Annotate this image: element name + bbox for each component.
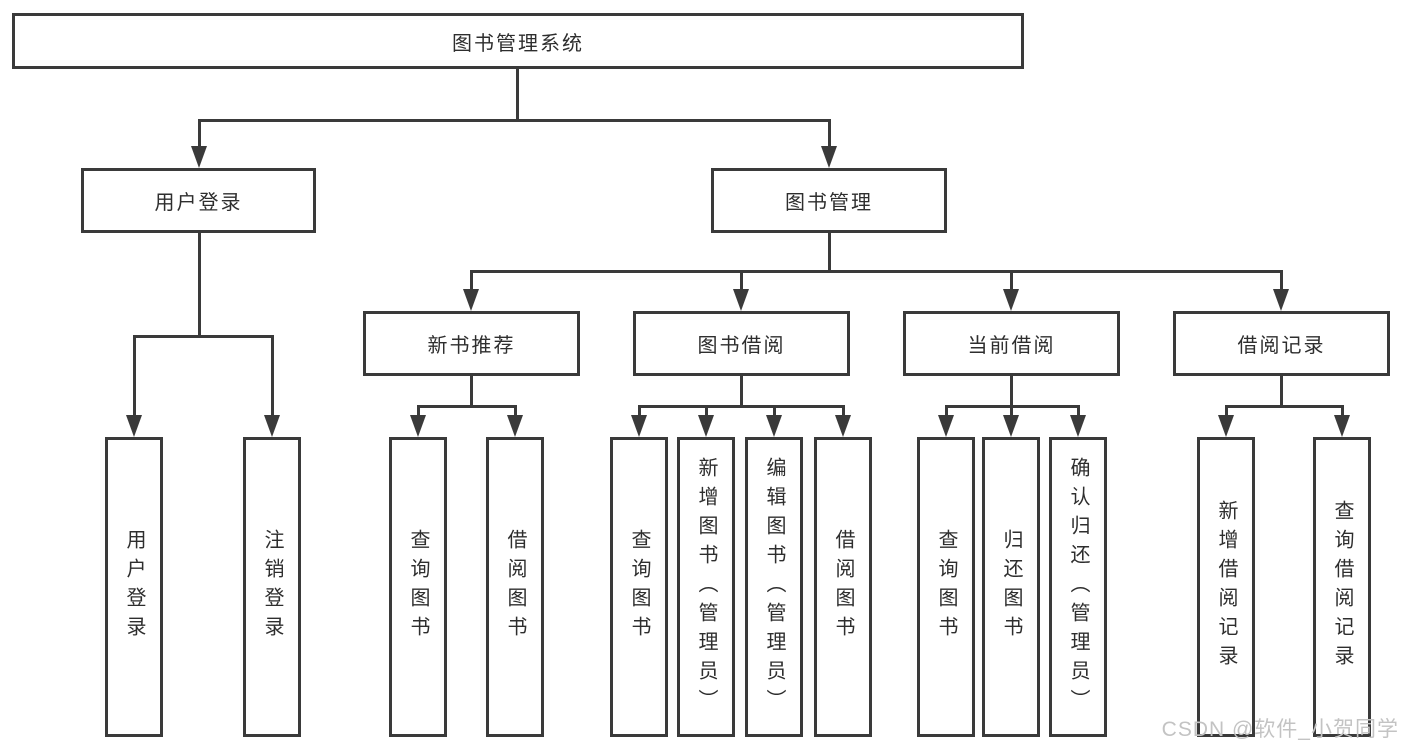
v-line (1010, 270, 1013, 291)
arrow-down-icon (126, 415, 142, 437)
node-borrow-records-label: 借阅记录 (1237, 335, 1326, 357)
v-line (470, 375, 473, 408)
v-line (198, 119, 201, 148)
v-line (1280, 375, 1283, 408)
leaf-borrow-book-2: 借阅图书 (814, 437, 872, 737)
arrow-down-icon (463, 289, 479, 311)
leaf-add-book-admin: 新增图书（管理员） (677, 437, 735, 737)
h-line (638, 405, 845, 408)
node-book-borrow: 图书借阅 (633, 311, 850, 376)
h-line (198, 119, 831, 122)
v-line (828, 233, 831, 273)
v-line (271, 335, 274, 417)
leaf-borrow-book-1: 借阅图书 (486, 437, 544, 737)
v-line (1280, 270, 1283, 291)
arrow-down-icon (1070, 415, 1086, 437)
v-line (417, 405, 420, 417)
leaf-user-login: 用户登录 (105, 437, 163, 737)
arrow-down-icon (821, 146, 837, 168)
node-book-management: 图书管理 (711, 168, 947, 233)
v-line (1010, 375, 1013, 408)
v-line (705, 405, 708, 417)
leaf-edit-book-admin: 编辑图书（管理员） (745, 437, 803, 737)
v-line (133, 335, 136, 417)
leaf-borrow-book-1-label: 借阅图书 (504, 529, 526, 645)
leaf-confirm-return-admin-label: 确认归还（管理员） (1067, 456, 1089, 718)
v-line (740, 375, 743, 408)
h-line (470, 270, 1283, 273)
leaf-query-book-2: 查询图书 (610, 437, 668, 737)
leaf-edit-book-admin-label: 编辑图书（管理员） (763, 456, 785, 718)
v-line (945, 405, 948, 417)
leaf-confirm-return-admin: 确认归还（管理员） (1049, 437, 1107, 737)
node-borrow-records: 借阅记录 (1173, 311, 1390, 376)
arrow-down-icon (766, 415, 782, 437)
arrow-down-icon (631, 415, 647, 437)
arrow-down-icon (835, 415, 851, 437)
v-line (828, 119, 831, 148)
leaf-query-book-1: 查询图书 (389, 437, 447, 737)
h-line (417, 405, 517, 408)
arrow-down-icon (410, 415, 426, 437)
v-line (773, 405, 776, 417)
node-user-login: 用户登录 (81, 168, 316, 233)
v-line (638, 405, 641, 417)
node-root-label: 图书管理系统 (452, 32, 584, 55)
leaf-add-book-admin-label: 新增图书（管理员） (695, 456, 717, 718)
leaf-return-book-label: 归还图书 (1000, 529, 1022, 645)
node-new-book-recommend-label: 新书推荐 (427, 335, 516, 357)
v-line (1077, 405, 1080, 417)
leaf-query-borrow-record-label: 查询借阅记录 (1331, 500, 1353, 674)
v-line (198, 233, 201, 338)
arrow-down-icon (1003, 415, 1019, 437)
arrow-down-icon (191, 146, 207, 168)
v-line (516, 69, 519, 122)
node-current-borrow-label: 当前借阅 (967, 335, 1056, 357)
leaf-logout-label: 注销登录 (261, 529, 283, 645)
arrow-down-icon (507, 415, 523, 437)
leaf-add-borrow-record-label: 新增借阅记录 (1215, 500, 1237, 674)
leaf-query-book-1-label: 查询图书 (407, 529, 429, 645)
leaf-query-book-3-label: 查询图书 (935, 529, 957, 645)
arrow-down-icon (1003, 289, 1019, 311)
arrow-down-icon (1273, 289, 1289, 311)
node-user-login-label: 用户登录 (154, 192, 243, 214)
leaf-logout: 注销登录 (243, 437, 301, 737)
arrow-down-icon (1218, 415, 1234, 437)
node-book-management-label: 图书管理 (785, 192, 873, 214)
arrow-down-icon (938, 415, 954, 437)
leaf-borrow-book-2-label: 借阅图书 (832, 529, 854, 645)
v-line (1225, 405, 1228, 417)
node-new-book-recommend: 新书推荐 (363, 311, 580, 376)
leaf-query-borrow-record: 查询借阅记录 (1313, 437, 1371, 737)
arrow-down-icon (698, 415, 714, 437)
v-line (1341, 405, 1344, 417)
arrow-down-icon (264, 415, 280, 437)
leaf-add-borrow-record: 新增借阅记录 (1197, 437, 1255, 737)
v-line (514, 405, 517, 417)
h-line (1225, 405, 1344, 408)
csdn-watermark: CSDN @软件_小贺同学 (1161, 718, 1399, 741)
node-book-borrow-label: 图书借阅 (697, 335, 786, 357)
leaf-query-book-2-label: 查询图书 (628, 529, 650, 645)
leaf-user-login-label: 用户登录 (123, 529, 145, 645)
arrow-down-icon (733, 289, 749, 311)
leaf-return-book: 归还图书 (982, 437, 1040, 737)
v-line (1010, 405, 1013, 417)
leaf-query-book-3: 查询图书 (917, 437, 975, 737)
node-root: 图书管理系统 (12, 13, 1024, 69)
v-line (842, 405, 845, 417)
node-current-borrow: 当前借阅 (903, 311, 1120, 376)
arrow-down-icon (1334, 415, 1350, 437)
v-line (470, 270, 473, 291)
h-line (133, 335, 274, 338)
v-line (740, 270, 743, 291)
